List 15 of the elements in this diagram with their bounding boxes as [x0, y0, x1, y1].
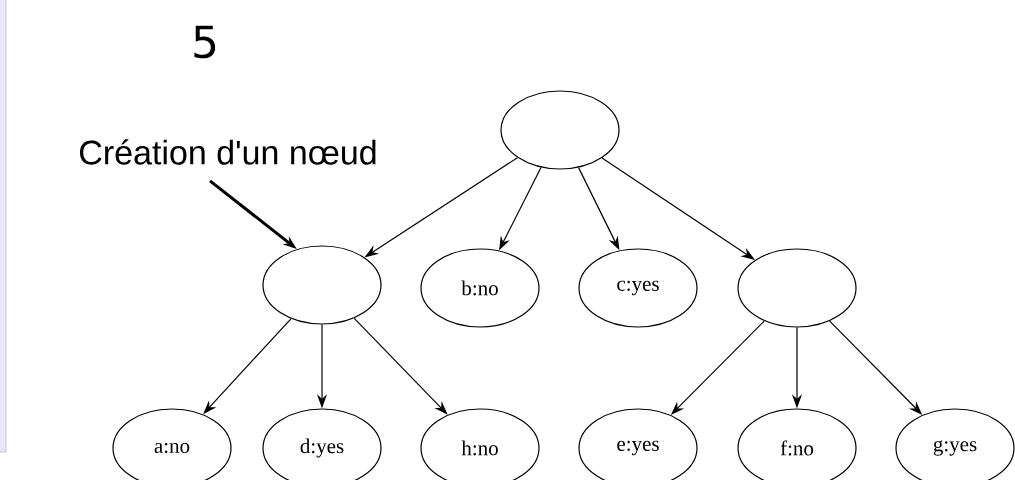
tree-node: f:no	[737, 408, 857, 480]
slide-number: 5	[194, 25, 216, 59]
callout-text: Création d'un nœud	[80, 139, 376, 165]
tree-node: h:no	[420, 408, 540, 480]
tree-node	[500, 90, 620, 170]
arrow	[601, 157, 755, 260]
arrow	[353, 317, 448, 415]
tree-node: e:yes	[578, 408, 698, 480]
tree-node: a:no	[112, 408, 232, 480]
tree-node	[737, 248, 857, 328]
tree-node: g:yes	[895, 408, 1015, 480]
tree-node: d:yes	[262, 408, 382, 480]
tree-node: b:no	[420, 248, 540, 328]
tree-node	[262, 245, 382, 325]
tree-node: c:yes	[578, 248, 698, 328]
